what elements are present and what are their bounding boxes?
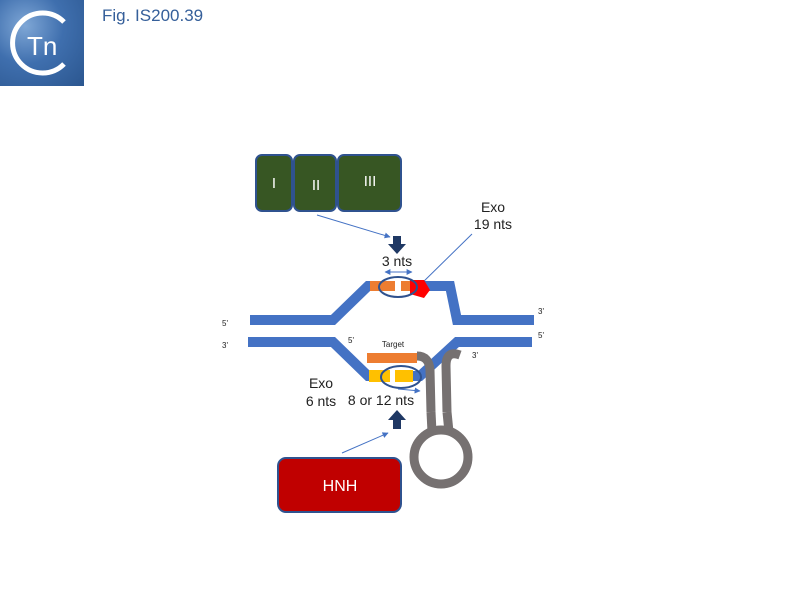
exo-top-label: Exo (481, 199, 505, 215)
cleavage-arrow-up (388, 410, 406, 429)
domain-label-i: I (272, 175, 276, 192)
exo-red-arrowhead (410, 280, 430, 298)
domain-boxes: I II III (255, 154, 402, 212)
rna-loop-join-left (426, 411, 437, 433)
domain-box-ii (293, 154, 337, 212)
logo: Tn (0, 0, 84, 86)
exo-bottom-length: 6 nts (306, 393, 336, 409)
end-label-inner-left: 5' (348, 336, 354, 345)
target-label: Target (382, 340, 405, 349)
bottom-span-arrow (397, 387, 421, 394)
rna-loop-join-right (442, 411, 454, 433)
end-label-top-right: 3' (538, 307, 544, 316)
eight-or-twelve-label: 8 or 12 nts (348, 392, 414, 408)
bottom-strand-right (412, 337, 532, 381)
top-cleavage-block (370, 281, 410, 291)
hnh-label: HNH (323, 478, 358, 495)
rna-hairpin-stem-right (441, 349, 462, 413)
top-cleavage-circle (378, 276, 418, 298)
end-label-top-left: 5' (222, 319, 228, 328)
three-nts-label: 3 nts (382, 253, 412, 269)
end-label-bottom-right: 5' (538, 331, 544, 340)
figure-label: Fig. IS200.39 (102, 6, 204, 25)
rna-hairpin-stem-left (416, 351, 436, 413)
exo-bottom-label: Exo (309, 375, 333, 391)
domain-box-i (255, 154, 293, 212)
rna-hairpin-loop (409, 425, 473, 489)
end-label-inner-right: 3' (472, 351, 478, 360)
end-label-bottom-left: 3' (222, 341, 228, 350)
hnh-connector-arrow (341, 432, 389, 454)
domain-box-iii (337, 154, 402, 212)
exo-top-length: 19 nts (474, 216, 512, 232)
top-strand-right (420, 281, 534, 325)
bottom-cleavage-circle (380, 365, 422, 389)
exo-top-pointer (417, 233, 473, 288)
bottom-cleavage-gap (390, 370, 395, 382)
top-cleavage-gap (395, 281, 401, 291)
domain-label-ii: II (312, 177, 320, 194)
guide-rna-bar (367, 353, 417, 363)
cleavage-arrow-down (388, 236, 406, 254)
domain-connector-arrow (316, 214, 391, 239)
logo-text: Tn (27, 31, 57, 61)
domain-label-iii: III (364, 173, 377, 190)
logo-c-shape (10, 10, 66, 76)
hnh-domain-box (277, 457, 402, 513)
logo-mark: Tn (10, 10, 66, 76)
top-strand-left (250, 281, 412, 325)
